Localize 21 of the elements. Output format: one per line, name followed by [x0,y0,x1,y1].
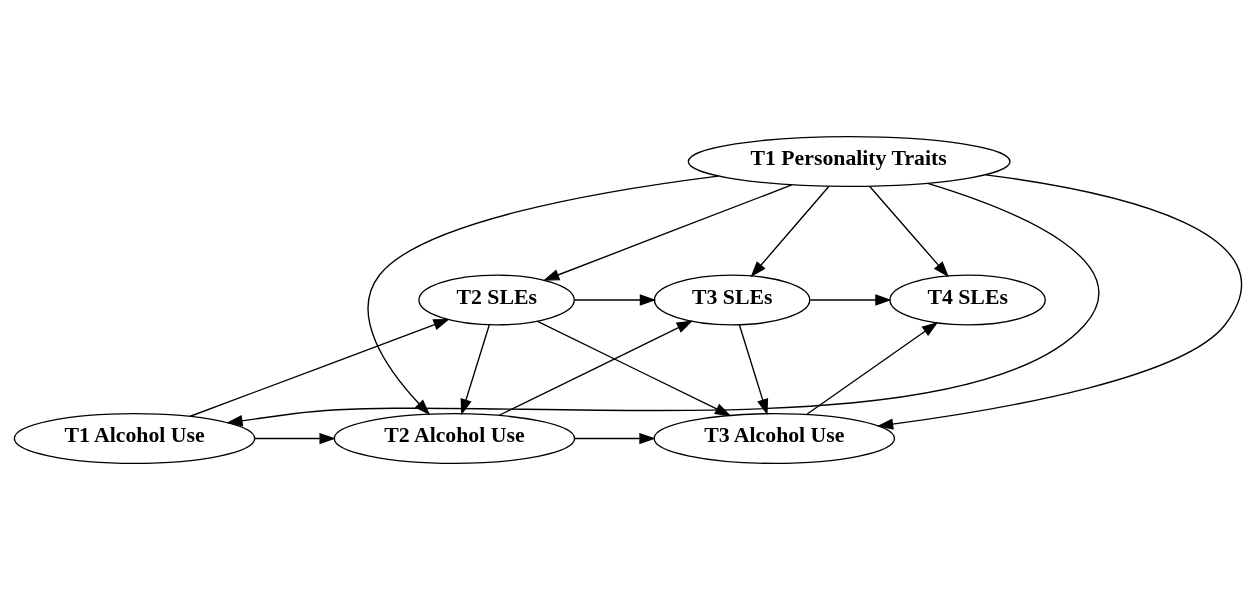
arrow [367,175,719,416]
arrow [226,182,1100,427]
arrow [574,294,657,306]
arrow [543,184,793,281]
arrow [876,174,1243,430]
arrow [460,324,490,416]
arrow [869,185,949,278]
arrow [738,324,769,416]
arrow [750,185,830,278]
arrow [806,322,939,415]
node-ellipse: T1 Personality Traits [687,135,1011,188]
node-ellipse: T3 SLEs [653,274,811,326]
arrow [254,432,336,445]
node-ellipse: T4 SLEs [889,274,1046,326]
arrow [809,294,892,306]
arrow [574,432,656,445]
arrow [189,318,450,417]
arrow [536,320,732,417]
node-ellipse: T2 Alcohol Use [333,413,576,465]
arrow [498,320,693,416]
node-ellipse: T2 SLEs [418,274,575,326]
